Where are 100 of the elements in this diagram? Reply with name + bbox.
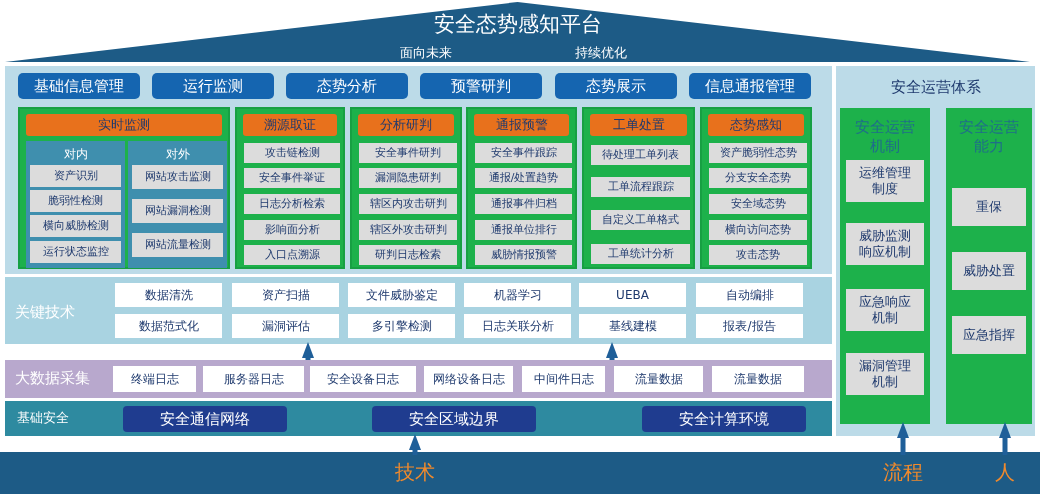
feature-item: 网站漏洞检测: [132, 199, 223, 223]
function-tab: 基础信息管理: [18, 73, 140, 99]
operations-item: 威胁监测响应机制: [846, 223, 924, 265]
data-source-item: 终端日志: [113, 366, 196, 392]
feature-item: 日志分析检索: [244, 194, 340, 214]
operations-column: [840, 108, 930, 424]
feature-item: 安全域态势: [709, 194, 807, 214]
module-panel: [350, 107, 462, 269]
footer-bar: [0, 452, 1040, 494]
feature-item: 研判日志检索: [359, 245, 457, 265]
feature-item: 分支安全态势: [709, 168, 807, 188]
function-tab: 信息通报管理: [689, 73, 811, 99]
pillar-label: 流程: [878, 455, 928, 489]
operations-item: 运维管理制度: [846, 160, 924, 202]
feature-item: 工单流程跟踪: [591, 177, 690, 197]
slogan-text: 持续优化: [575, 44, 627, 62]
sub-panel: [128, 141, 227, 268]
layer-band: [5, 277, 832, 344]
feature-item: 网站流量检测: [132, 233, 223, 257]
module-panel: [582, 107, 695, 269]
feature-item: 入口点溯源: [244, 245, 340, 265]
function-tab: 态势分析: [286, 73, 408, 99]
feature-item: 横向威胁检测: [30, 215, 121, 237]
data-source-item: 中间件日志: [522, 366, 605, 392]
function-tab: 态势展示: [555, 73, 677, 99]
security-domain-item: 安全通信网络: [123, 406, 287, 432]
data-source-item: 网络设备日志: [424, 366, 513, 392]
operations-column: [946, 108, 1032, 424]
data-source-item: 安全设备日志: [310, 366, 416, 392]
operations-item: 应急指挥: [952, 316, 1026, 354]
feature-item: 网站攻击监测: [132, 165, 223, 189]
feature-item: 辖区外攻击研判: [359, 220, 457, 240]
feature-item: 运行状态监控: [30, 241, 121, 263]
feature-item: 安全事件跟踪: [475, 143, 572, 163]
arrow: [897, 422, 909, 455]
feature-item: 安全事件举证: [244, 168, 340, 188]
module-header: 实时监测: [26, 114, 222, 136]
feature-item: 辖区内攻击研判: [359, 194, 457, 214]
operations-item: 威胁处置: [952, 252, 1026, 290]
technology-item: 数据清洗: [115, 283, 222, 307]
arrow: [409, 434, 421, 455]
security-domain-item: 安全区域边界: [372, 406, 536, 432]
technology-item: 日志关联分析: [464, 314, 571, 338]
technology-item: 文件威胁鉴定: [348, 283, 455, 307]
module-panel: [18, 107, 230, 269]
feature-item: 自定义工单格式: [591, 210, 690, 230]
technology-item: 基线建模: [579, 314, 686, 338]
feature-item: 通报事件归档: [475, 194, 572, 214]
sub-panel-header: 对外: [164, 146, 191, 163]
feature-item: 通报/处置趋势: [475, 168, 572, 188]
technology-item: 漏洞评估: [232, 314, 339, 338]
operations-item: 重保: [952, 188, 1026, 226]
feature-item: 通报单位排行: [475, 220, 572, 240]
operations-panel: [836, 66, 1035, 436]
pillar-label: 技术: [385, 455, 445, 489]
technology-item: 机器学习: [464, 283, 571, 307]
column-title: 安全运营机制: [854, 118, 916, 156]
feature-item: 漏洞隐患研判: [359, 168, 457, 188]
feature-item: 资产脆弱性态势: [709, 143, 807, 163]
arrow: [999, 422, 1011, 455]
technology-item: 资产扫描: [232, 283, 339, 307]
module-header: 溯源取证: [243, 114, 337, 136]
sub-panel: [26, 141, 125, 268]
feature-item: 工单统计分析: [591, 244, 690, 264]
module-header: 通报预警: [474, 114, 569, 136]
feature-item: 脆弱性检测: [30, 190, 121, 212]
module-header: 态势感知: [708, 114, 804, 136]
operations-item: 应急响应机制: [846, 289, 924, 331]
technology-item: 数据范式化: [115, 314, 222, 338]
module-panel: [235, 107, 345, 269]
feature-item: 攻击态势: [709, 245, 807, 265]
feature-item: 影响面分析: [244, 220, 340, 240]
operations-item: 漏洞管理机制: [846, 353, 924, 395]
data-source-item: 流量数据: [712, 366, 804, 392]
technology-item: UEBA: [579, 283, 686, 307]
feature-item: 攻击链检测: [244, 143, 340, 163]
feature-item: 安全事件研判: [359, 143, 457, 163]
platform-title: 安全态势感知平台: [432, 11, 603, 38]
column-title: 安全运营能力: [958, 118, 1020, 156]
function-tab: 运行监测: [152, 73, 274, 99]
technology-item: 多引擎检测: [348, 314, 455, 338]
module-header: 分析研判: [358, 114, 454, 136]
function-tab: 预警研判: [420, 73, 542, 99]
panel-title: 安全运营体系: [889, 78, 982, 97]
module-panel: [466, 107, 577, 269]
arrow: [302, 342, 314, 360]
feature-item: 资产识别: [30, 165, 121, 187]
feature-item: 待处理工单列表: [591, 145, 690, 165]
layer-label: 基础安全: [17, 409, 69, 427]
sub-panel-header: 对内: [62, 146, 89, 163]
layer-label: 大数据采集: [15, 369, 90, 388]
slogan-text: 面向未来: [400, 44, 452, 62]
layer-band: [5, 401, 832, 436]
pillar-label: 人: [985, 455, 1025, 489]
module-panel: [700, 107, 812, 269]
data-source-item: 流量数据: [614, 366, 703, 392]
technology-item: 报表/报告: [696, 314, 803, 338]
technology-item: 自动编排: [696, 283, 803, 307]
feature-item: 威胁情报预警: [475, 245, 572, 265]
layer-band: [5, 360, 832, 398]
